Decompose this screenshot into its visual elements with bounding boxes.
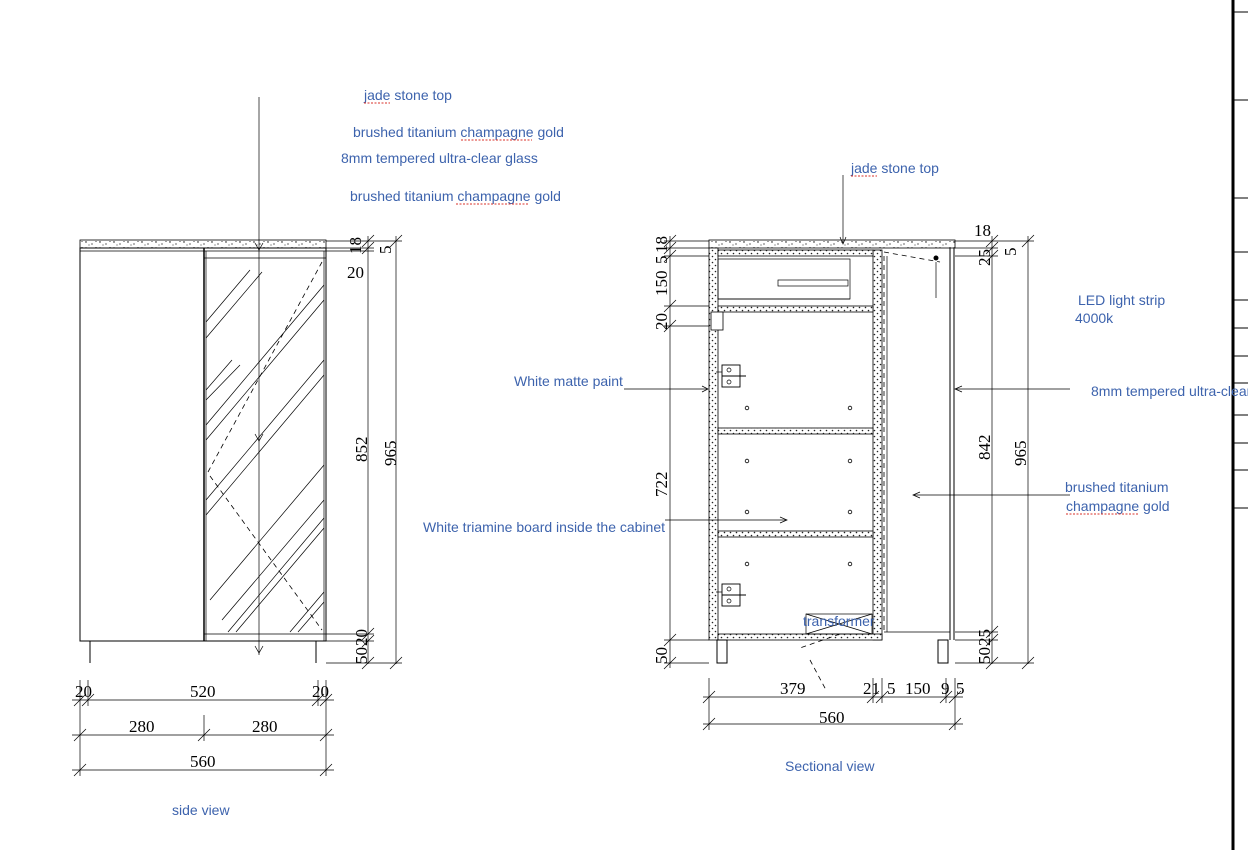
dim-842: 842 [975, 435, 994, 461]
dim-560-section: 560 [819, 708, 845, 727]
dim-9: 9 [941, 679, 950, 698]
dim-722: 722 [652, 472, 671, 498]
note-jade-stone-top-section: jade stone top [850, 160, 939, 176]
note-brushed-titanium-2: brushed titanium champagne gold [350, 188, 561, 204]
sectional-view-title: Sectional view [785, 758, 875, 774]
hinge-icon [716, 364, 746, 388]
side-view: 18 5 20 852 965 50 20 20 520 20 280 280 … [72, 87, 564, 818]
shelf-middle [717, 427, 874, 435]
back-panel [872, 249, 883, 641]
shelf-lower [717, 530, 874, 538]
dim-18-right: 18 [974, 221, 991, 240]
dim-520: 520 [190, 682, 216, 701]
note-transformer: transformer [803, 613, 875, 629]
note-white-matte-paint: White matte paint [514, 373, 623, 389]
shelf-top [717, 305, 874, 313]
dim-150-left: 150 [652, 271, 671, 297]
shelf-bottom [717, 633, 883, 641]
dim-280-right: 280 [252, 717, 278, 736]
dim-965-right: 965 [1011, 441, 1030, 467]
dim-25-bottom-right: 25 [975, 629, 994, 646]
dim-5-bottom-a: 5 [887, 679, 896, 698]
dim-18: 18 [346, 237, 365, 254]
sectional-view: 5 18 150 20 722 50 18 25 5 842 965 50 25… [423, 160, 1248, 774]
led-light-icon [933, 255, 939, 261]
side-cabinet-body [79, 247, 327, 642]
dim-21: 21 [863, 679, 880, 698]
dim-18-left: 18 [652, 236, 671, 253]
shelf-pin-holes [744, 405, 853, 567]
note-brushed-titanium-section: brushed titanium [1065, 479, 1169, 495]
dim-852: 852 [352, 437, 371, 463]
dim-20-left: 20 [75, 682, 92, 701]
dim-560: 560 [190, 752, 216, 771]
note-tempered-glass: 8mm tempered ultra-clear glass [341, 150, 538, 166]
side-view-title: side view [172, 802, 230, 818]
drawer [717, 258, 851, 300]
dim-25-right: 25 [975, 249, 994, 266]
left-panel [708, 247, 719, 641]
dim-50: 50 [352, 647, 371, 664]
dim-20-top: 20 [347, 263, 364, 282]
note-glass-section: 8mm tempered ultra-clear glass [1091, 383, 1248, 399]
title-block-border [1231, 0, 1248, 850]
dim-20-bottom: 20 [352, 629, 371, 646]
dim-20-right: 20 [312, 682, 329, 701]
dim-5-left: 5 [652, 256, 671, 265]
side-stone-top [79, 239, 327, 249]
note-champagne-gold-section: champagne gold [1066, 498, 1170, 514]
note-triamine-board: White triamine board inside the cabinet [423, 519, 665, 535]
section-stone-top [708, 239, 956, 249]
dim-379: 379 [780, 679, 806, 698]
dim-5-right: 5 [1001, 248, 1020, 257]
dim-150-bottom: 150 [905, 679, 931, 698]
note-jade-stone-top: jade stone top [363, 87, 452, 103]
dim-5: 5 [376, 246, 395, 255]
note-led-strip: LED light strip [1078, 292, 1165, 308]
dim-50-right: 50 [975, 647, 994, 664]
dim-5-bottom-b: 5 [956, 679, 965, 698]
glass-hatching [205, 269, 325, 633]
dim-50-left: 50 [652, 647, 671, 664]
dim-20-left: 20 [652, 313, 671, 330]
note-led-temperature: 4000k [1075, 310, 1114, 326]
note-brushed-titanium-1: brushed titanium champagne gold [353, 124, 564, 140]
hinge-icon [716, 583, 746, 607]
dim-280-left: 280 [129, 717, 155, 736]
dim-965: 965 [381, 441, 400, 467]
